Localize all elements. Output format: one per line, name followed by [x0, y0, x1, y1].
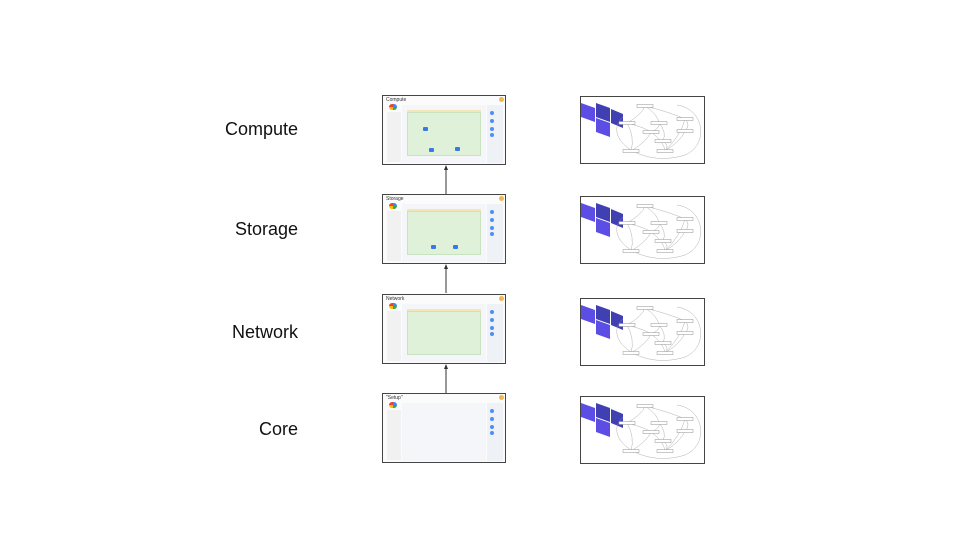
resource-icon	[429, 148, 434, 152]
google-cloud-icon	[389, 104, 397, 110]
resource-icon	[455, 147, 460, 151]
row-label-core: Core	[258, 419, 298, 439]
settings-icon	[499, 196, 504, 201]
terraform-graph-svg	[581, 305, 701, 361]
panel-item-icon	[490, 218, 494, 222]
google-cloud-icon	[389, 402, 397, 408]
thumbnail-title: "Setup"	[386, 395, 403, 401]
left-panel	[387, 410, 401, 460]
network-architecture-thumbnail: Network	[382, 294, 506, 364]
dependency-arrow-core-to-network	[444, 364, 448, 393]
panel-item-icon	[490, 310, 494, 314]
google-cloud-icon	[389, 303, 397, 309]
zone-area	[407, 112, 481, 156]
resource-icon	[453, 245, 458, 249]
panel-item-icon	[490, 127, 494, 131]
panel-item-icon	[490, 326, 494, 330]
diagram-canvas	[402, 403, 486, 461]
thumbnail-title: Compute	[386, 97, 407, 103]
panel-item-icon	[490, 431, 494, 435]
resource-icon	[431, 245, 436, 249]
terraform-graph-network	[580, 298, 705, 366]
thumbnail-title: Storage	[386, 196, 404, 202]
row-label-storage: Storage	[234, 219, 298, 239]
resource-icon	[423, 127, 428, 131]
terraform-graph-compute	[580, 96, 705, 164]
terraform-graph-svg	[581, 403, 701, 459]
terraform-graph-svg	[581, 203, 701, 259]
zone-area	[407, 311, 481, 355]
dependency-arrow-storage-to-compute	[444, 165, 448, 194]
thumbnail-title: Network	[386, 296, 405, 302]
terraform-logo-icon	[581, 403, 623, 437]
panel-item-icon	[490, 409, 494, 413]
dependency-graph	[616, 204, 701, 259]
terraform-graph-svg	[581, 103, 701, 159]
terraform-logo-icon	[581, 103, 623, 137]
region-band	[407, 209, 481, 212]
terraform-logo-icon	[581, 305, 623, 339]
terraform-graph-core	[580, 396, 705, 464]
panel-item-icon	[490, 425, 494, 429]
panel-item-icon	[490, 210, 494, 214]
left-panel	[387, 311, 401, 361]
panel-item-icon	[490, 111, 494, 115]
panel-item-icon	[490, 133, 494, 137]
region-band	[407, 110, 481, 113]
left-panel	[387, 112, 401, 162]
storage-architecture-thumbnail: Storage	[382, 194, 506, 264]
zone-area	[407, 211, 481, 255]
panel-item-icon	[490, 318, 494, 322]
google-cloud-icon	[389, 203, 397, 209]
terraform-logo-icon	[581, 203, 623, 237]
dependency-arrow-network-to-storage	[444, 264, 448, 293]
panel-item-icon	[490, 332, 494, 336]
dependency-graph	[616, 306, 701, 361]
settings-icon	[499, 395, 504, 400]
left-panel	[387, 211, 401, 261]
compute-architecture-thumbnail: Compute	[382, 95, 506, 165]
terraform-graph-storage	[580, 196, 705, 264]
panel-item-icon	[490, 119, 494, 123]
dependency-graph	[616, 404, 701, 459]
dependency-graph	[616, 104, 701, 159]
panel-item-icon	[490, 417, 494, 421]
panel-item-icon	[490, 226, 494, 230]
core-architecture-thumbnail: "Setup"	[382, 393, 506, 463]
row-label-network: Network	[231, 322, 298, 342]
row-label-compute: Compute	[224, 119, 298, 139]
settings-icon	[499, 97, 504, 102]
panel-item-icon	[490, 232, 494, 236]
region-band	[407, 309, 481, 312]
settings-icon	[499, 296, 504, 301]
